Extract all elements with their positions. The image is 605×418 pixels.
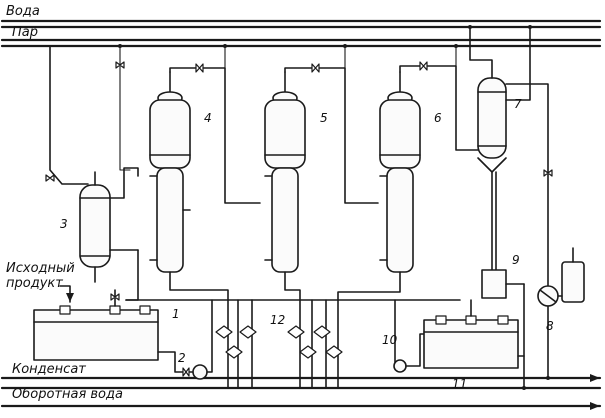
label-12: 12	[270, 313, 285, 327]
evaporator-5	[264, 71, 306, 273]
heater-3	[79, 171, 111, 283]
vacuum-pump-8	[537, 247, 585, 379]
barometric-tank-9	[481, 269, 525, 389]
junction-dots	[118, 25, 550, 390]
water-header	[0, 19, 602, 29]
label-9: 9	[512, 253, 520, 267]
condensate-label: Конденсат	[12, 362, 86, 377]
label-1: 1	[172, 307, 180, 321]
feed-label-1: Исходный	[6, 261, 75, 276]
evaporator-6	[379, 71, 421, 273]
label-4: 4	[204, 111, 212, 125]
condensate-header	[0, 374, 602, 382]
cooling-water-label: Оборотная вода	[12, 387, 123, 402]
steam-header	[0, 38, 602, 48]
label-6: 6	[434, 111, 442, 125]
water-label: Вода	[6, 4, 40, 19]
cooling-water-header	[0, 386, 602, 410]
heater-outlet-line	[109, 167, 139, 199]
label-2: 2	[178, 351, 186, 365]
label-7: 7	[514, 97, 522, 111]
label-5: 5	[320, 111, 328, 125]
steam-line-to-heater	[45, 45, 89, 185]
tank-11	[423, 299, 525, 369]
label-8: 8	[546, 319, 554, 333]
evaporator-4	[149, 71, 191, 273]
pump-2	[157, 299, 253, 380]
feed-tank-1	[33, 289, 159, 361]
condenser-7	[469, 26, 531, 271]
gas-outlet-line	[505, 83, 553, 287]
valve-manifold-12	[215, 299, 343, 389]
feed-label-2: продукт	[6, 276, 63, 291]
label-3: 3	[60, 217, 68, 231]
label-11: 11	[452, 377, 467, 391]
pump-10	[393, 299, 435, 373]
misc-connectors	[115, 45, 461, 301]
feed-line	[59, 285, 74, 303]
label-10: 10	[382, 333, 398, 347]
steam-label: Пар	[12, 25, 38, 40]
